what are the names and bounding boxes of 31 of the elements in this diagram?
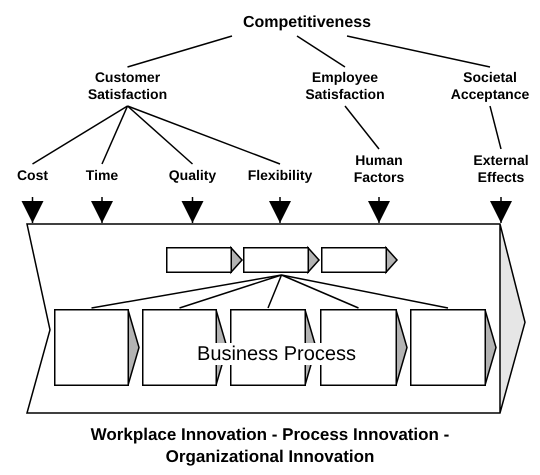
connector-line: [32, 105, 128, 165]
connector-line: [346, 35, 490, 68]
caption: Workplace Innovation - Process Innovation - Organizational Innovation: [90, 424, 450, 468]
node-label: Cost: [16, 166, 48, 184]
connector-line: [127, 105, 193, 165]
node-label: Flexibility: [248, 166, 312, 184]
connector-line: [267, 274, 282, 308]
arrow: [91, 197, 113, 223]
arrow: [269, 197, 291, 223]
node-label: Quality: [168, 166, 216, 184]
connector-line: [489, 106, 502, 150]
node-label: Competitiveness: [242, 14, 372, 30]
arrow: [182, 197, 204, 223]
arrow: [22, 197, 44, 223]
connector-line: [91, 274, 282, 309]
connector-line: [344, 106, 380, 150]
arrow: [368, 197, 390, 223]
node-label: Time: [86, 166, 118, 184]
node-label: Customer Satisfaction: [86, 69, 168, 103]
node-label: External Effects: [472, 152, 530, 186]
connector-line: [296, 35, 346, 68]
connector-line: [281, 274, 448, 309]
node-label: Employee Satisfaction: [304, 69, 386, 103]
connector-line: [281, 274, 359, 309]
node-label: Societal Acceptance: [450, 69, 530, 103]
node-label: Human Factors: [352, 152, 406, 186]
arrow: [490, 197, 512, 223]
connector-line: [101, 106, 128, 164]
connector-line: [127, 105, 280, 165]
connector-line: [179, 274, 282, 309]
connector-line: [127, 35, 232, 68]
